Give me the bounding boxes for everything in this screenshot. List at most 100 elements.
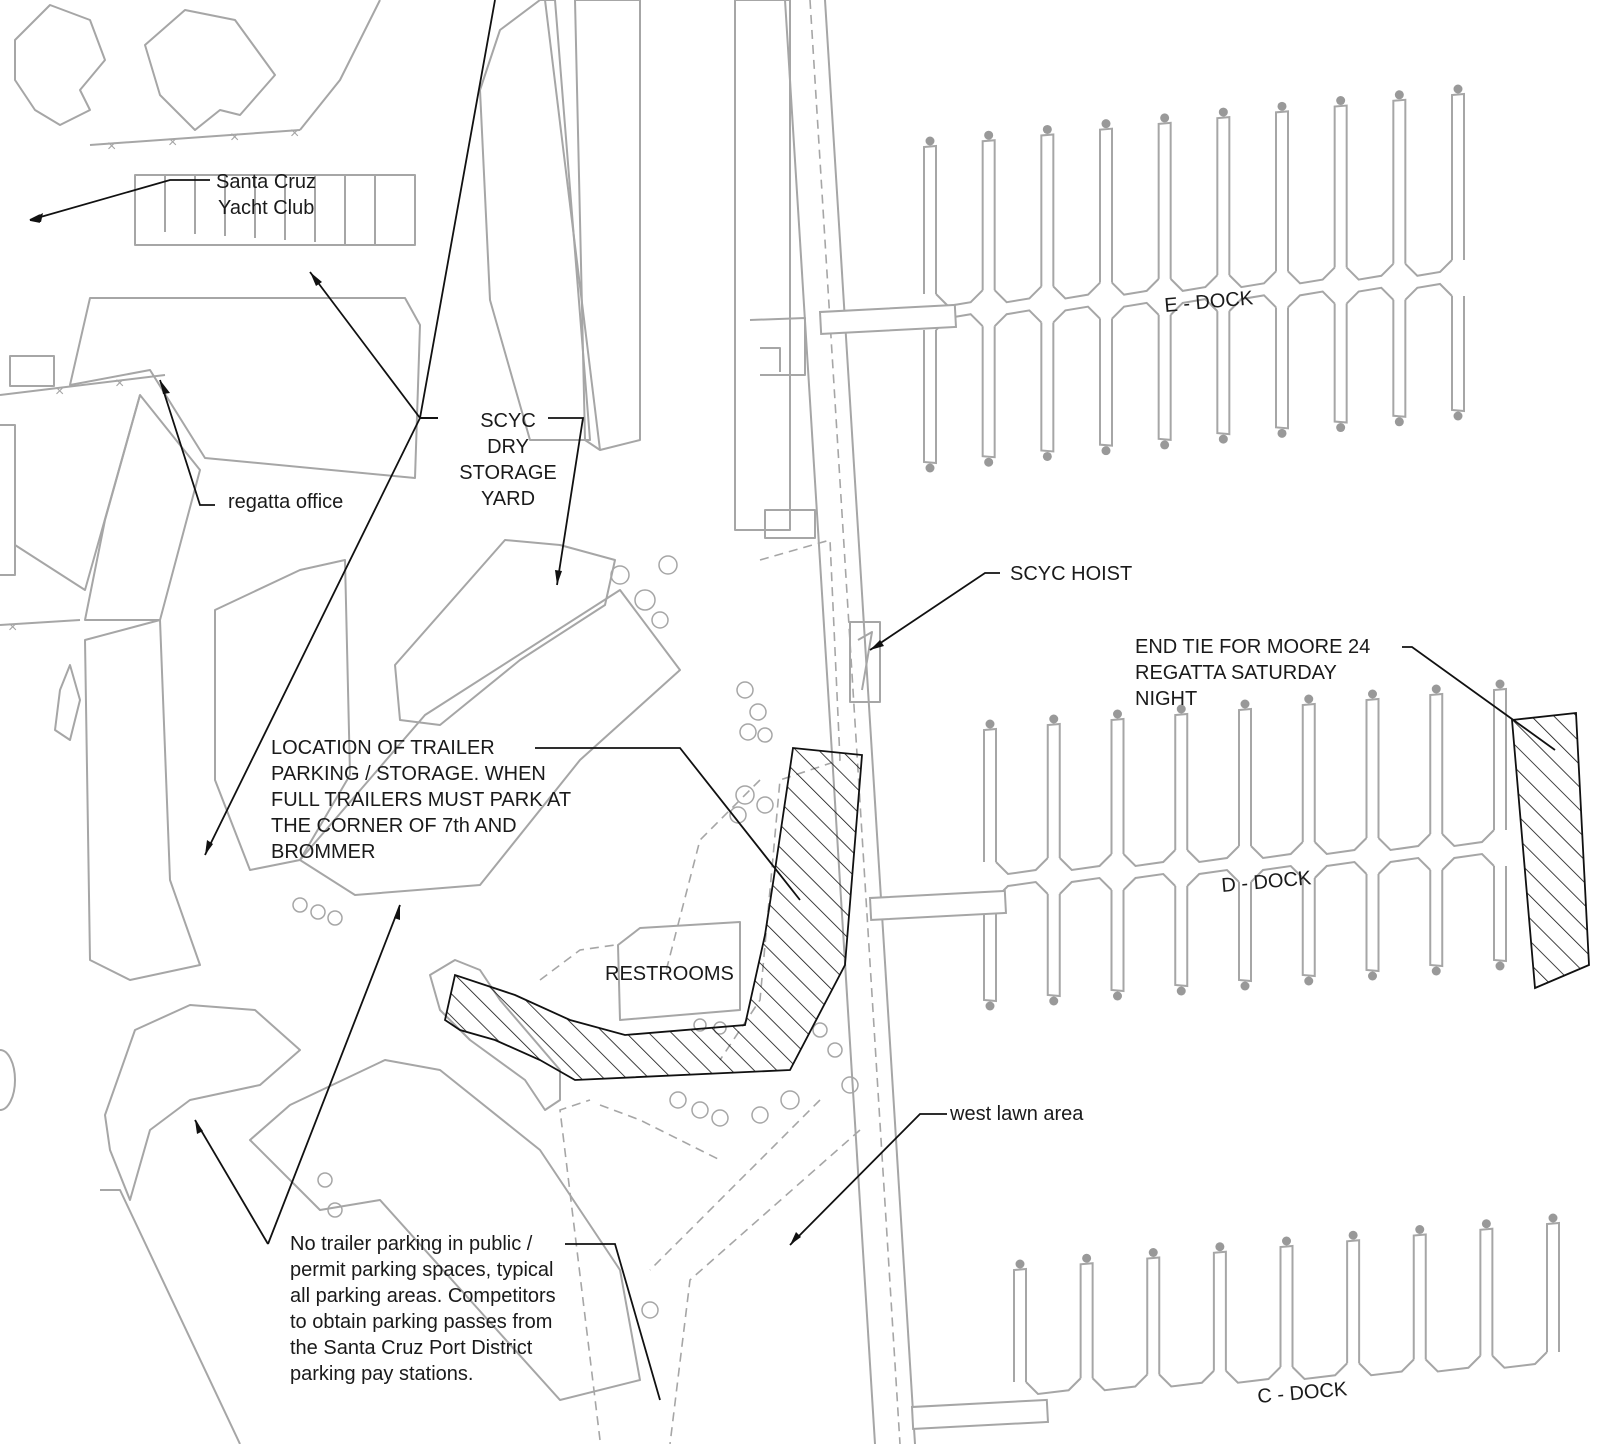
no-parking-note-line6: parking pay stations.: [290, 1363, 473, 1385]
dock-walkway: [1287, 266, 1336, 285]
piling: [1042, 124, 1052, 134]
piling: [1495, 679, 1505, 689]
dock-walkway: [1377, 833, 1431, 852]
piling: [1015, 1259, 1025, 1269]
dock-walkway: [995, 857, 1049, 876]
dock-finger: [1110, 717, 1125, 854]
piling: [1101, 446, 1111, 456]
svg-text:×: ×: [115, 375, 124, 392]
piling: [1304, 976, 1314, 986]
dock-walkway: [1228, 270, 1277, 289]
dock-walkway: [1059, 853, 1113, 872]
dock-finger: [1174, 886, 1189, 988]
piling: [1453, 84, 1463, 94]
dock-finger: [1157, 314, 1172, 441]
dock-finger: [1429, 692, 1444, 834]
dock-finger: [923, 144, 937, 294]
dock-finger: [1412, 1233, 1427, 1360]
trailer-parking-label-line4: THE CORNER OF 7th AND: [271, 815, 517, 837]
piling: [925, 136, 935, 146]
dock-finger: [1110, 890, 1125, 993]
piling: [1481, 1219, 1491, 1229]
d-dock-label: D - DOCK: [1221, 867, 1313, 897]
trailer-parking-label-line3: FULL TRAILERS MUST PARK AT: [271, 789, 571, 811]
dock-walkway: [1186, 845, 1240, 864]
dock-finger: [1099, 318, 1113, 447]
dock-walkway: [993, 309, 1043, 327]
dock-walkway: [1377, 856, 1431, 875]
piling: [985, 719, 995, 729]
piling: [1453, 411, 1463, 421]
dock-walkway: [1111, 278, 1160, 296]
dock-finger: [1546, 1221, 1560, 1352]
yacht-club-building: [14, 4, 106, 126]
piling: [1148, 1248, 1158, 1257]
dock-finger: [1146, 1256, 1161, 1375]
map-labels: Santa Cruz Yacht Club regatta office SCY…: [216, 171, 1370, 1408]
no-parking-note-line4: to obtain parking passes from: [290, 1311, 552, 1333]
dock-walkway: [1287, 290, 1336, 309]
no-parking-note-line5: the Santa Cruz Port District: [290, 1337, 533, 1359]
piling: [1368, 971, 1377, 981]
end-tie-area: [1511, 712, 1590, 990]
piling: [1082, 1253, 1092, 1263]
dock-finger: [1301, 702, 1316, 842]
dock-finger: [1046, 894, 1061, 998]
dock-finger: [1479, 1227, 1494, 1356]
dock-finger: [983, 727, 997, 862]
piling: [1176, 704, 1186, 714]
dry-storage-label-line2: DRY: [487, 436, 529, 458]
dock-walkway: [1122, 849, 1176, 868]
scyc-hoist-label: SCYC HOIST: [1010, 563, 1132, 585]
dock-finger: [1216, 116, 1231, 276]
c-dock-label: C - DOCK: [1257, 1378, 1349, 1408]
dock-finger: [1079, 1262, 1094, 1379]
piling: [1431, 684, 1441, 694]
yacht-club-building: [144, 9, 276, 131]
dock-finger: [1040, 133, 1055, 287]
piling: [1160, 440, 1170, 450]
svg-text:×: ×: [168, 134, 177, 151]
dock-walkway: [1441, 829, 1495, 848]
dock-walkway: [1158, 1370, 1215, 1388]
west-lawn-label: west lawn area: [949, 1103, 1084, 1125]
trailer-parking-label-line1: LOCATION OF TRAILER: [271, 737, 495, 759]
dock-walkway: [1345, 286, 1395, 305]
piling: [1548, 1213, 1558, 1223]
no-parking-note-line1: No trailer parking in public /: [290, 1233, 533, 1255]
dock-finger: [1157, 121, 1172, 279]
dock-finger: [1013, 1267, 1027, 1382]
dock-finger: [1275, 110, 1289, 272]
dry-storage-label-line1: SCYC: [480, 410, 536, 432]
piling: [1304, 694, 1314, 704]
trailer-parking-label-line5: BROMMER: [271, 841, 375, 863]
dock-walkway: [1225, 1366, 1282, 1384]
piling: [1277, 101, 1287, 111]
dock-walkway: [1059, 876, 1113, 895]
dock-finger: [1333, 303, 1348, 424]
piling: [984, 130, 994, 140]
dock-finger: [1238, 707, 1252, 846]
piling: [1113, 991, 1122, 1001]
piling: [1495, 961, 1505, 971]
piling: [1042, 451, 1052, 461]
svg-text:×: ×: [8, 619, 17, 636]
piling: [1218, 434, 1228, 444]
yacht-club-label-line2: Yacht Club: [218, 197, 314, 219]
end-tie-label-line1: END TIE FOR MOORE 24: [1135, 636, 1370, 658]
piling: [1277, 428, 1287, 438]
piling: [1160, 113, 1170, 123]
site-linework: × × × × × × ×: [0, 0, 916, 1444]
dock-walkway: [1228, 294, 1277, 312]
dock-walkway: [1250, 841, 1304, 860]
piling: [925, 463, 935, 473]
dock-walkway: [1314, 860, 1368, 879]
svg-text:×: ×: [107, 138, 116, 155]
piling: [1415, 1225, 1425, 1234]
dock-finger: [923, 330, 937, 465]
piling: [1394, 417, 1404, 427]
dock-walkway: [1025, 1377, 1082, 1396]
dock-finger: [1365, 697, 1380, 838]
dock-finger: [1493, 687, 1507, 830]
dock-walkway: [1052, 281, 1101, 300]
